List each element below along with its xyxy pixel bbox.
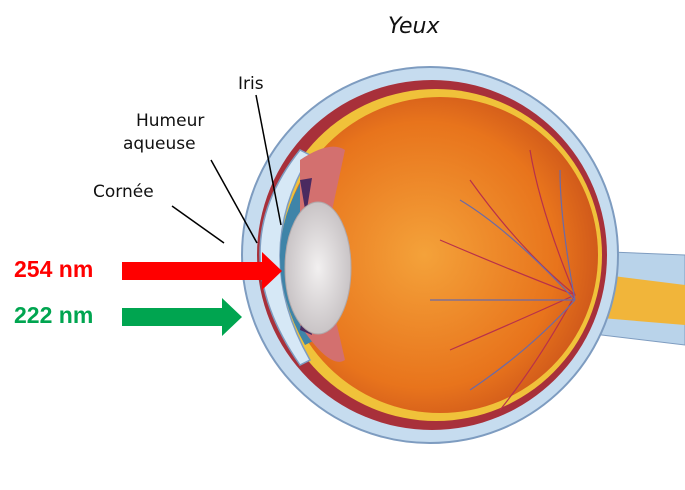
aqueous-humor [280,175,315,345]
wavelength-222: 222 nm [14,302,94,328]
iris-leader [255,94,282,226]
diagram-title: Yeux [388,14,440,39]
humeur-leader [210,159,258,244]
label-humeur-2: aqueuse [123,134,196,154]
iris [300,146,345,220]
label-humeur-1: Humeur [136,111,205,131]
cornee-leader [171,205,225,244]
arrow-222nm [122,298,242,336]
cornea [259,149,312,366]
arrow-254nm [122,252,282,290]
wavelength-254: 254 nm [14,256,94,282]
vitreous [282,97,598,413]
label-cornee: Cornée [93,182,154,202]
lens [284,201,352,335]
label-iris: Iris [238,74,264,94]
